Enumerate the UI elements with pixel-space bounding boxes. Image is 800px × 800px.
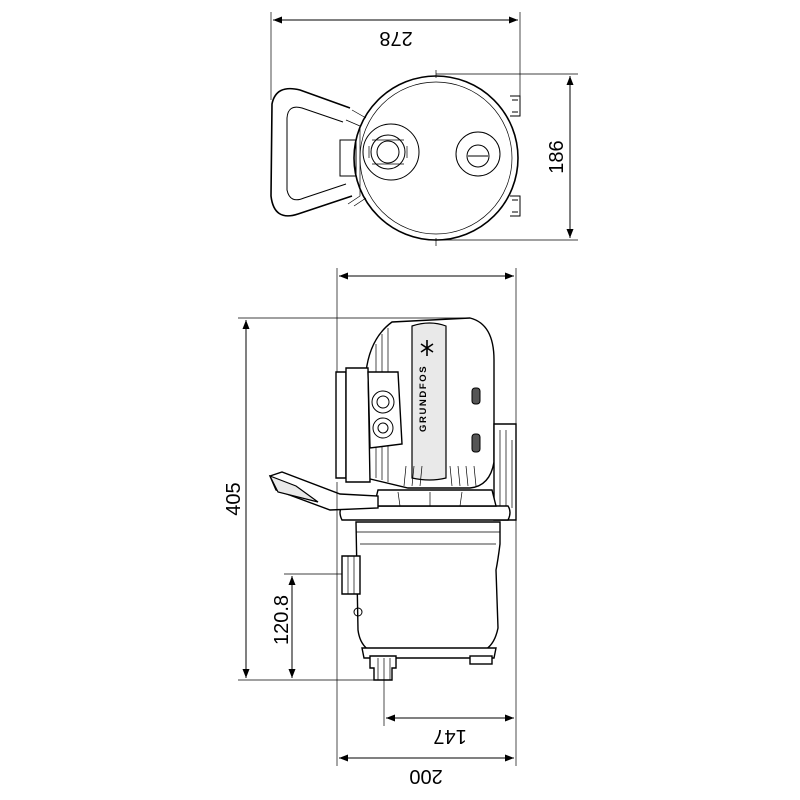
flange-neck-lines bbox=[397, 491, 463, 507]
connector-socket-lower-inner bbox=[377, 422, 389, 434]
dim-278-label: 278 bbox=[379, 27, 412, 49]
terminal-lines bbox=[345, 109, 367, 207]
dim-200-label: 200 bbox=[409, 765, 442, 787]
brand-logo-text: GRUNDFOS bbox=[418, 365, 429, 432]
dim-147-label: 147 bbox=[433, 725, 466, 747]
outlet-pipe bbox=[369, 655, 397, 681]
outlet-port-inner bbox=[376, 140, 400, 164]
top-view bbox=[270, 70, 521, 246]
connector-socket-lower bbox=[372, 417, 394, 439]
connector-block bbox=[367, 371, 403, 449]
inlet-port-inner bbox=[466, 144, 490, 168]
side-bracket-lines bbox=[499, 430, 513, 514]
inlet-connector bbox=[341, 555, 361, 595]
outlet-port bbox=[370, 134, 406, 170]
inlet-connector-lines bbox=[347, 556, 355, 594]
dim-120-label: 120.8 bbox=[271, 595, 293, 645]
terminal-box-top bbox=[339, 139, 357, 177]
indicator-upper bbox=[471, 387, 481, 405]
outlet-port-ring bbox=[362, 123, 420, 181]
drain-screw bbox=[353, 607, 363, 617]
handle-inner bbox=[286, 106, 347, 201]
outlet-port-hex bbox=[368, 139, 408, 165]
dimension-lines: 278 186 405 120.8 147 200 bbox=[223, 12, 578, 787]
handle-outline bbox=[270, 87, 353, 217]
mount-bracket-upper bbox=[510, 95, 521, 117]
indicator-lower bbox=[471, 433, 481, 453]
label-band bbox=[411, 322, 447, 481]
handle-lever-grip bbox=[268, 474, 319, 503]
brand-logo-mark bbox=[420, 340, 434, 356]
flange-neck bbox=[373, 489, 497, 507]
outlet-pipe-lines bbox=[377, 658, 391, 680]
connector-socket-upper bbox=[371, 390, 395, 414]
terminal-box-cover bbox=[345, 367, 371, 483]
mount-bracket-lower bbox=[510, 195, 521, 217]
foot-right bbox=[469, 655, 493, 665]
pump-chamber-top-lip bbox=[356, 531, 500, 545]
dim-405-label: 405 bbox=[223, 482, 245, 515]
connector-socket-upper-inner bbox=[376, 395, 390, 409]
front-view: GRUNDFOS bbox=[268, 317, 517, 681]
cooling-vents bbox=[403, 465, 477, 487]
pump-chamber bbox=[355, 521, 501, 653]
inlet-port bbox=[455, 131, 501, 177]
dim-186-label: 186 bbox=[546, 140, 568, 173]
terminal-box bbox=[335, 371, 347, 479]
